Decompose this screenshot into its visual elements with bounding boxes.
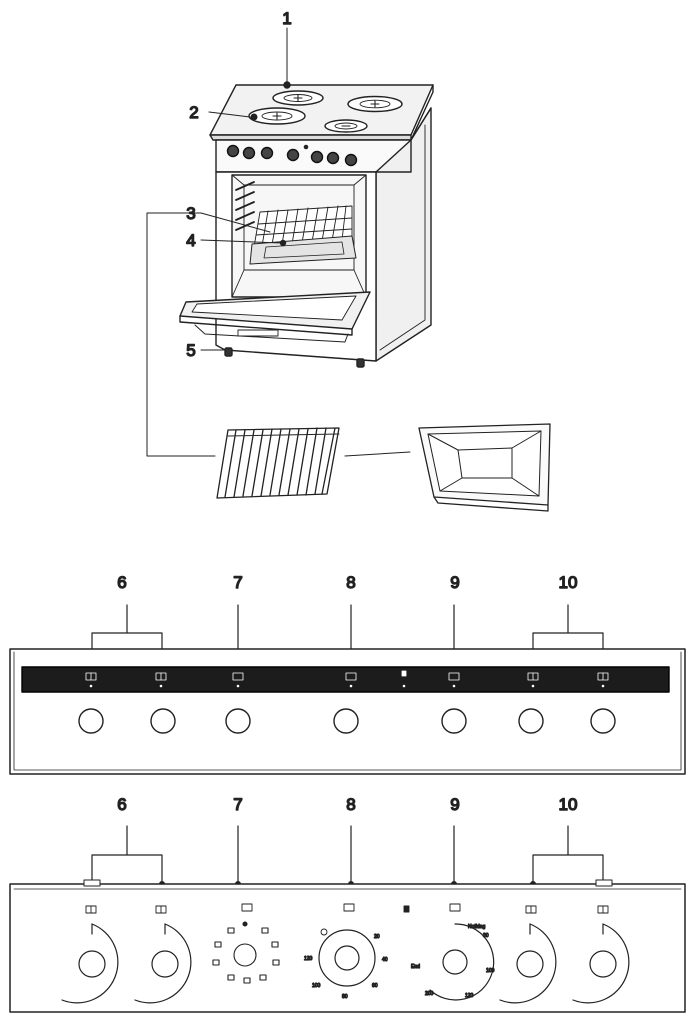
panel2-frame [9,883,686,1013]
panel2-symbols [85,903,609,914]
timer-label-2: 100 [486,968,495,974]
panel1-knob-1 [78,708,104,734]
hotplate-dial-3 [499,923,557,1004]
panel1-display-strip [21,666,670,693]
hob-top [209,84,434,136]
control-panel-top-view: 6 7 8 9 10 [9,572,686,775]
cooker-illustration [146,27,434,457]
cooker-knobs [226,144,358,167]
panel2-callout-7: 7 [233,795,242,814]
function-selector-dial [212,921,280,984]
callout-1: 1 [282,9,291,28]
panel1-knob-7 [590,708,616,734]
thermostat-dial: 20 40 60 80 100 120 [303,928,388,1001]
oven-wire-rack [253,205,353,248]
cooker-feet [224,347,365,368]
accessory-wire-shelf [216,427,340,499]
panel1-callout-10: 10 [559,573,578,592]
panel1-knob-3 [225,708,251,734]
panel1-callout-6: 6 [117,573,126,592]
shelf-runners [235,181,255,231]
accessory-baking-tray [418,423,551,512]
panel1-callout-9: 9 [450,573,459,592]
panel1-symbols [85,670,609,681]
leader-lines [146,27,411,457]
callout-4: 4 [186,231,195,250]
hotplate-dial-2 [134,923,192,1004]
thermostat-label-3: 60 [372,983,378,989]
callout-2: 2 [189,103,198,122]
thermostat-label-4: 80 [342,994,348,1000]
thermostat-label-2: 40 [382,957,388,963]
callout-3: 3 [186,204,195,223]
panel1-knob-4 [333,708,359,734]
timer-dial: Nothing 30 100 120 200 End [410,923,495,1001]
panel1-callout-8: 8 [346,573,355,592]
callout-5: 5 [186,341,195,360]
panel2-callout-8: 8 [346,795,355,814]
thermostat-label-1: 20 [374,934,380,940]
panel1-indicator-dots [89,684,605,688]
panel1-knob-2 [150,708,176,734]
panel2-callout-10: 10 [559,795,578,814]
timer-label-1: 30 [483,933,489,939]
panel1-callout-7: 7 [233,573,242,592]
timer-label-nothing: Nothing [468,924,485,930]
panel2-callout-6: 6 [117,795,126,814]
timer-label-3: 120 [465,993,474,999]
timer-label-4: 200 [425,991,434,997]
hotplate-dial-1 [61,923,119,1004]
control-panel-scale-view: 6 7 8 9 10 [9,794,686,1013]
thermostat-label-5: 100 [312,983,321,989]
panel2-callout-9: 9 [450,795,459,814]
panel1-knob-6 [518,708,544,734]
panel1-knob-5 [441,708,467,734]
thermostat-label-6: 120 [304,956,313,962]
panel2-callout-brackets [91,825,604,885]
timer-label-end: End [411,964,420,970]
hotplate-dial-4 [572,923,630,1004]
panel1-knobs [78,708,616,734]
